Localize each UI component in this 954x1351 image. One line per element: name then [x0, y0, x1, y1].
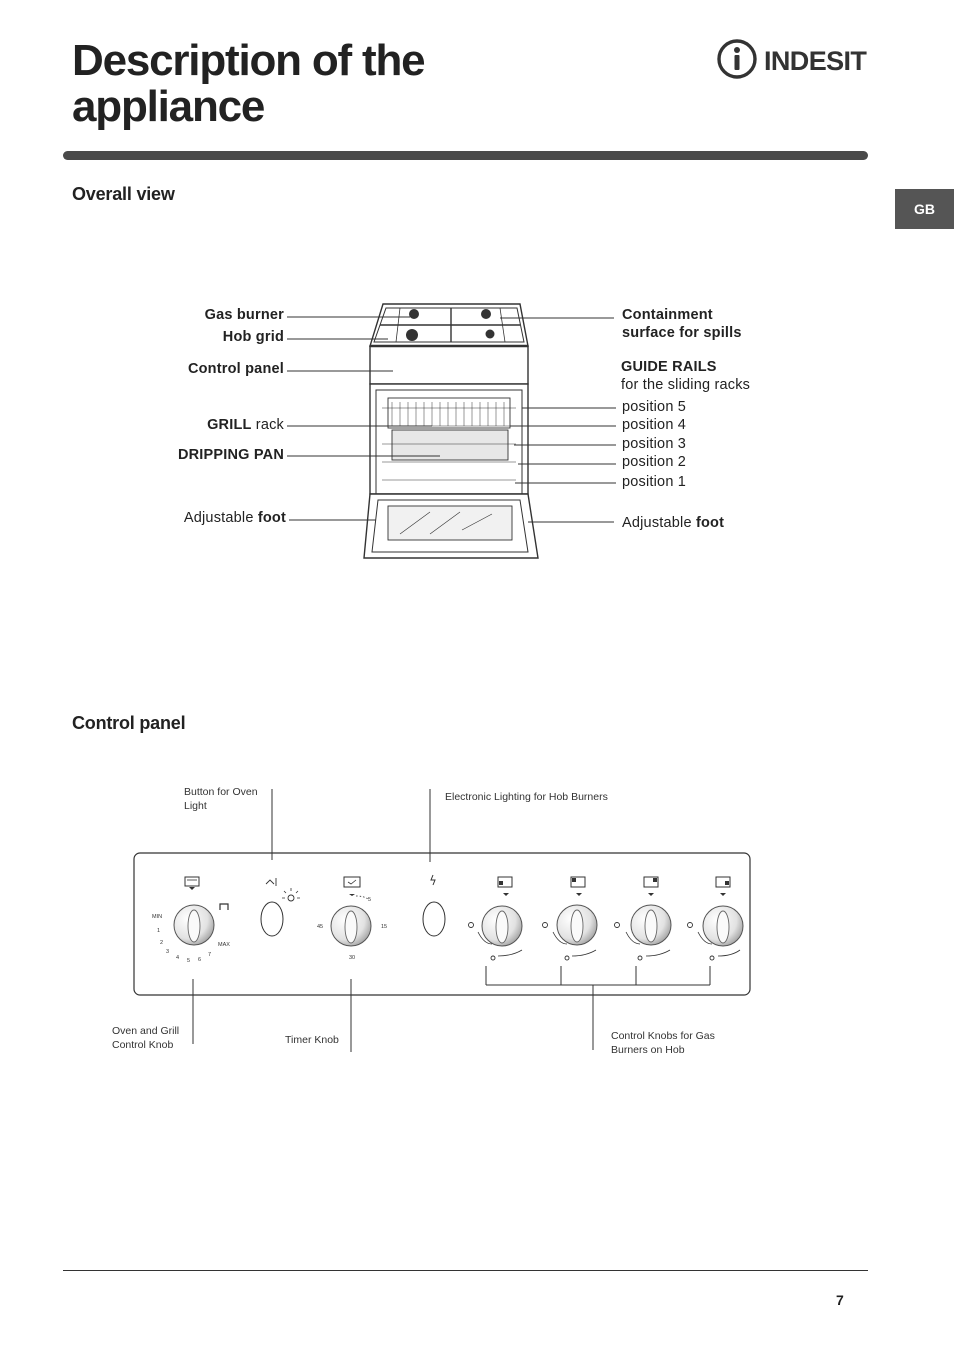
electronic-ignition-button[interactable] [422, 874, 446, 937]
oven-dial-mark-6: 6 [198, 957, 201, 963]
oven-diagram [287, 303, 616, 559]
oven-dial-mark-7: 7 [208, 952, 211, 958]
section-heading-overall-view: Overall view [72, 184, 175, 204]
language-tab: GB [895, 189, 954, 229]
callout-timer-knob: Timer Knob [285, 1034, 339, 1046]
page-title-line2: appliance [72, 82, 265, 131]
label-position-4: position 4 [622, 417, 687, 433]
gas-knob-2[interactable] [542, 876, 598, 961]
label-dripping-pan: DRIPPING PAN [177, 447, 284, 463]
callout-oven-light-button: Button for Oven Light [184, 786, 258, 812]
label-adjustable-foot-left: Adjustable foot [183, 510, 286, 526]
indesit-logo-mark: INDESIT [717, 39, 868, 79]
oven-dial-min: MIN [152, 914, 162, 920]
label-control-panel: Control panel [187, 361, 284, 377]
oven-grill-knob[interactable] [173, 876, 229, 946]
gas-knob-4[interactable] [687, 876, 744, 961]
gas-knob-3[interactable] [614, 876, 672, 961]
callout-oven-grill-knob: Oven and Grill Control Knob [112, 1025, 180, 1051]
timer-mark-45: 45 [317, 924, 323, 930]
page-number: 7 [836, 1292, 844, 1308]
timer-knob[interactable] [330, 876, 372, 947]
label-position-5: position 5 [622, 399, 687, 415]
callout-gas-knobs: Control Knobs for Gas Burners on Hob [611, 1030, 715, 1056]
label-position-1: position 1 [622, 474, 687, 490]
label-gas-burner: Gas burner [204, 307, 284, 323]
gas-knob-1[interactable] [468, 876, 523, 961]
oven-dial-mark-4: 4 [176, 955, 179, 961]
label-containment-line1: Containment [622, 307, 713, 323]
oven-dial-mark-1: 1 [157, 928, 160, 934]
label-position-3: position 3 [622, 436, 687, 452]
oven-dial-mark-3: 3 [166, 949, 169, 955]
header-divider [63, 151, 868, 160]
oven-dial-max: MAX [218, 942, 230, 948]
control-panel-diagram: MIN MAX 1 2 3 4 5 6 7 5 15 30 45 [133, 789, 751, 1052]
page-title-line1: Description of the [72, 36, 426, 85]
label-guide-rails-sub: for the sliding racks [621, 377, 751, 393]
label-guide-rails: GUIDE RAILS [621, 359, 717, 375]
brand-name: INDESIT [764, 46, 867, 76]
oven-light-button[interactable] [260, 878, 300, 937]
footer-divider [63, 1270, 868, 1271]
label-hob-grid: Hob grid [222, 329, 284, 345]
label-position-2: position 2 [622, 454, 687, 470]
timer-mark-30: 30 [349, 955, 355, 961]
oven-dial-mark-2: 2 [160, 940, 163, 946]
label-containment-line2: surface for spills [622, 325, 742, 341]
label-grill-rack: GRILL rack [207, 417, 284, 433]
timer-mark-5: 5 [368, 897, 371, 903]
indesit-logo: INDESIT [716, 38, 872, 82]
section-heading-control-panel: Control panel [72, 713, 186, 733]
timer-mark-15: 15 [381, 924, 387, 930]
label-adjustable-foot-right: Adjustable foot [622, 515, 725, 531]
oven-dial-mark-5: 5 [187, 958, 190, 964]
callout-electronic-lighting: Electronic Lighting for Hob Burners [445, 791, 608, 803]
page-title: Description of the appliance [72, 36, 426, 131]
